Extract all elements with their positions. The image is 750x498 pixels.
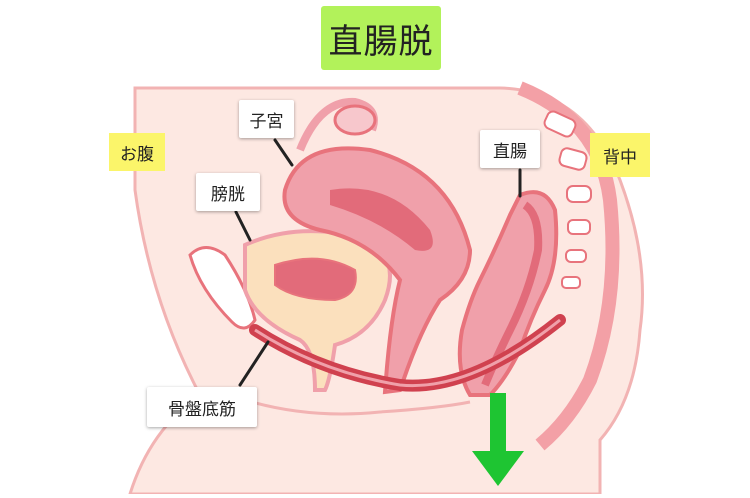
uterus-organ — [282, 146, 473, 395]
pubic-bone — [188, 246, 257, 330]
bladder-inner — [274, 257, 357, 302]
vertebrae — [543, 110, 592, 289]
page-title: 直腸脱 — [321, 6, 441, 70]
label-belly: お腹 — [109, 133, 165, 171]
label-uterus: 子宮 — [239, 100, 294, 138]
label-bladder: 膀胱 — [196, 173, 260, 211]
ovary — [333, 104, 377, 136]
spine — [517, 81, 620, 451]
rectum-organ — [457, 190, 559, 397]
label-back: 背中 — [590, 133, 650, 177]
label-pelvic-floor: 骨盤底筋 — [147, 387, 257, 427]
perineum-curve — [229, 393, 471, 416]
uterus-inner — [330, 188, 433, 251]
down-arrow-icon — [472, 393, 524, 486]
leader-lines — [234, 138, 522, 387]
label-rectum: 直腸 — [480, 130, 540, 168]
